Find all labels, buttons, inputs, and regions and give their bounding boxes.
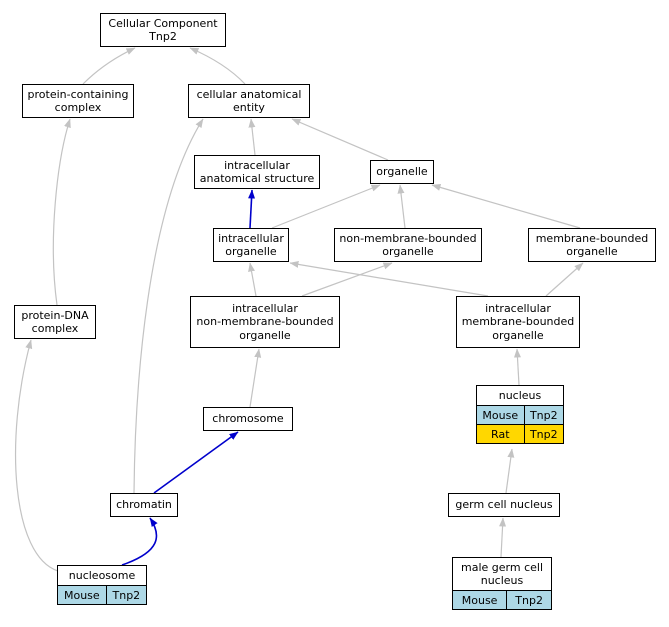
node-organelle[interactable]: organelle: [370, 160, 434, 184]
edge-protein-containing-complex-to-root: [82, 47, 136, 85]
node-label: germ cell nucleus: [455, 498, 553, 512]
edge-cellular-anatomical-entity-to-root: [189, 47, 246, 85]
node-chromatin[interactable]: chromatin: [110, 493, 178, 517]
edge-nucleus-to-intracellular-mb-organelle: [513, 348, 521, 386]
node-label: nucleus: [498, 389, 542, 402]
node-intracellular-membrane-bounded-organelle[interactable]: intracellular membrane-bounded organelle: [456, 296, 580, 348]
annotation-gene[interactable]: Tnp2: [112, 588, 141, 602]
node-label: intracellular organelle: [218, 231, 284, 258]
node-label: male germ cell nucleus: [461, 561, 543, 588]
edge-non-membrane-bounded-organelle-to-organelle: [397, 184, 406, 229]
edge-intracellular-organelle-to-organelle: [271, 184, 381, 229]
node-label: protein-containing complex: [27, 87, 129, 114]
edge-membrane-bounded-organelle-to-organelle: [431, 184, 581, 229]
node-nucleus[interactable]: nucleus Mouse Tnp2 Rat Tnp2: [476, 385, 564, 445]
edge-intracellular-nmb-organelle-to-nmb-organelle: [301, 262, 393, 297]
node-nucleosome[interactable]: nucleosome Mouse Tnp2: [57, 565, 147, 606]
edge-nucleosome-to-chromatin: [121, 517, 158, 566]
node-germ-cell-nucleus[interactable]: germ cell nucleus: [448, 493, 560, 517]
annotation-row-mouse: Mouse Tnp2: [58, 585, 146, 605]
annotation-gene[interactable]: Tnp2: [515, 593, 543, 607]
annotation-species[interactable]: Mouse: [453, 591, 508, 610]
node-label: protein-DNA complex: [21, 308, 89, 335]
annotation-gene[interactable]: Tnp2: [529, 427, 558, 441]
node-label: Cellular Component Tnp2: [108, 16, 218, 43]
annotation-species[interactable]: Mouse: [477, 406, 525, 425]
edge-intracellular-mb-organelle-to-intracellular-organelle: [289, 260, 489, 297]
edge-germ-cell-nucleus-to-nucleus: [505, 448, 515, 494]
node-intracellular-organelle[interactable]: intracellular organelle: [213, 228, 289, 262]
node-label: nucleosome: [68, 569, 136, 582]
edge-chromatin-to-chromosome: [153, 431, 239, 494]
edge-chromatin-to-cellular-anatomical-entity: [133, 118, 204, 494]
annotation-row-rat: Rat Tnp2: [477, 424, 563, 444]
node-label: chromatin: [116, 498, 172, 512]
node-label: organelle: [376, 165, 428, 179]
edge-organelle-to-cellular-anatomical-entity: [291, 118, 389, 161]
edge-nucleosome-to-protein-dna-complex: [15, 339, 59, 572]
annotation-species[interactable]: Rat: [477, 425, 525, 444]
node-cellular-anatomical-entity[interactable]: cellular anatomical entity: [188, 84, 310, 118]
node-label: cellular anatomical entity: [196, 87, 302, 114]
node-membrane-bounded-organelle[interactable]: membrane-bounded organelle: [528, 228, 656, 262]
node-protein-dna-complex[interactable]: protein-DNA complex: [14, 305, 96, 339]
node-cellular-component-root[interactable]: Cellular Component Tnp2: [100, 13, 226, 47]
node-intracellular-anatomical-structure[interactable]: intracellular anatomical structure: [194, 155, 320, 189]
node-intracellular-non-membrane-bounded-organelle[interactable]: intracellular non-membrane-bounded organ…: [190, 296, 340, 348]
edge-intracellular-organelle-to-intracellular-anatomical-structure: [248, 189, 256, 229]
edge-male-germ-cell-nucleus-to-germ-cell-nucleus: [499, 517, 507, 558]
node-protein-containing-complex[interactable]: protein-containing complex: [22, 84, 134, 118]
edge-intracellular-anatomical-structure-to-cellular-anatomical-entity: [248, 118, 256, 156]
node-label: chromosome: [212, 412, 284, 426]
edge-intracellular-mb-organelle-to-mb-organelle: [545, 262, 584, 297]
annotation-gene[interactable]: Tnp2: [529, 408, 558, 422]
edge-chromosome-to-intracellular-nmb-organelle: [249, 348, 262, 408]
annotation-row-mouse: Mouse Tnp2: [477, 405, 563, 425]
node-label: membrane-bounded organelle: [535, 231, 649, 258]
node-label: intracellular non-membrane-bounded organ…: [196, 301, 334, 342]
node-non-membrane-bounded-organelle[interactable]: non-membrane-bounded organelle: [334, 228, 482, 262]
node-chromosome[interactable]: chromosome: [203, 407, 293, 431]
node-label: non-membrane-bounded organelle: [339, 231, 477, 258]
edge-protein-dna-complex-to-protein-containing-complex: [52, 118, 71, 306]
edge-intracellular-nmb-organelle-to-intracellular-organelle: [248, 262, 257, 297]
node-label: intracellular anatomical structure: [199, 158, 315, 185]
annotation-row-mouse: Mouse Tnp2: [453, 590, 551, 610]
node-label: intracellular membrane-bounded organelle: [461, 301, 575, 342]
annotation-species[interactable]: Mouse: [58, 586, 107, 605]
node-male-germ-cell-nucleus[interactable]: male germ cell nucleus Mouse Tnp2: [452, 557, 552, 611]
